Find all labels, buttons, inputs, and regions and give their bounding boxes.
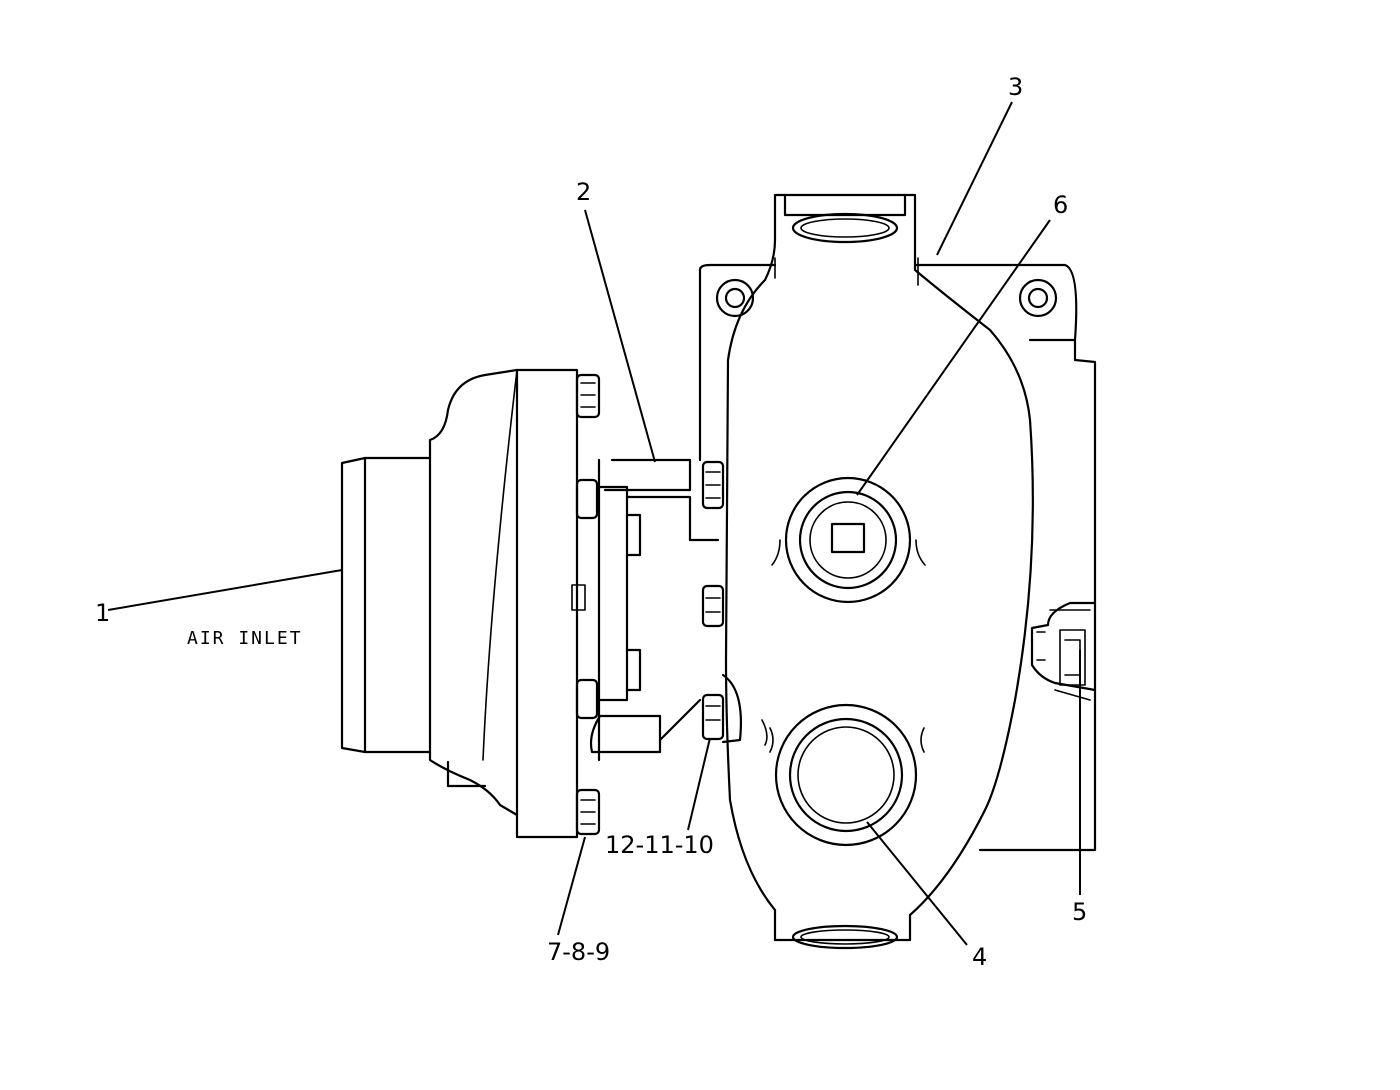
callout-1: 1 — [95, 599, 110, 627]
callout-12-11-10: 12-11-10 — [605, 831, 714, 859]
callout-3: 3 — [1008, 73, 1023, 101]
callout-5: 5 — [1072, 898, 1087, 926]
plug-fitting — [1030, 601, 1097, 701]
air-inlet-tube — [340, 456, 432, 754]
leader-lines — [107, 101, 1081, 946]
callout-2: 2 — [576, 178, 591, 206]
turbine-bolts — [701, 460, 742, 744]
turbine-housing — [698, 193, 1097, 950]
callout-7-8-9: 7-8-9 — [547, 938, 610, 966]
callout-4: 4 — [972, 943, 987, 971]
clamp-bolts — [575, 373, 601, 836]
center-housing — [571, 458, 720, 762]
air-inlet-caption: AIR INLET — [187, 628, 303, 649]
callout-6: 6 — [1053, 191, 1068, 219]
compressor-housing — [428, 368, 579, 839]
